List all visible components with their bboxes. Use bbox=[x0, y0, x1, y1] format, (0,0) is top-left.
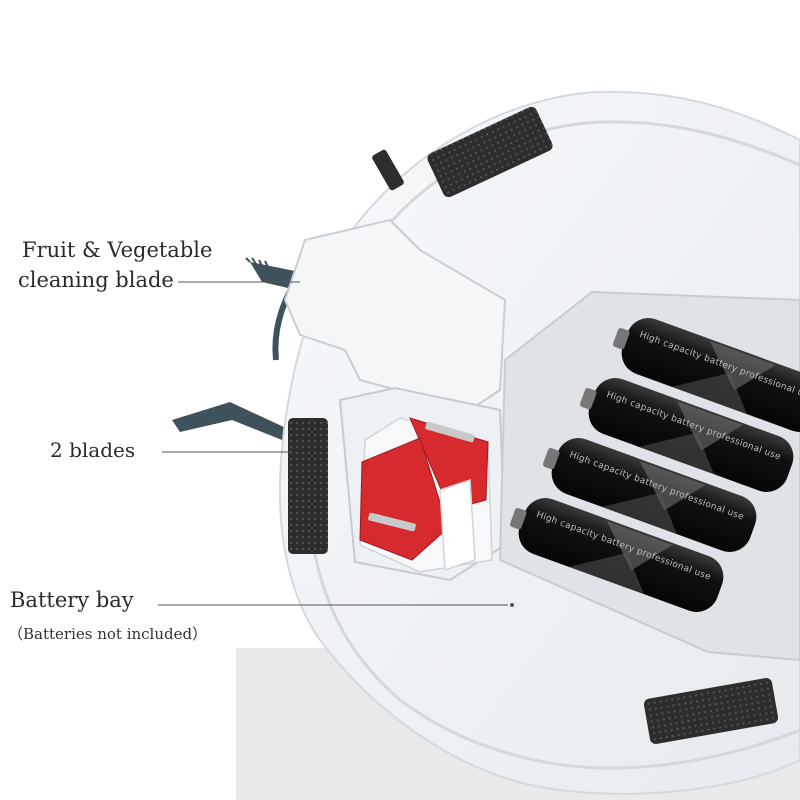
rubber-pad-left bbox=[288, 418, 328, 554]
cleaning-brush-lower bbox=[172, 402, 286, 440]
label-cleaning-blade: cleaning blade bbox=[18, 268, 174, 292]
rubber-pad-top bbox=[427, 106, 553, 198]
blade-compartment bbox=[338, 386, 507, 582]
label-battery-bay: Battery bay bbox=[10, 588, 134, 612]
red-blade-lower bbox=[359, 437, 449, 561]
side-button bbox=[372, 149, 404, 191]
label-2-blades: 2 blades bbox=[50, 438, 136, 462]
label-batteries-not-included: （Batteries not included） bbox=[8, 625, 208, 643]
callout-dot bbox=[510, 603, 514, 607]
rubber-pad-bottom bbox=[643, 678, 779, 744]
label-fruit-vegetable: Fruit & Vegetable bbox=[22, 238, 213, 262]
